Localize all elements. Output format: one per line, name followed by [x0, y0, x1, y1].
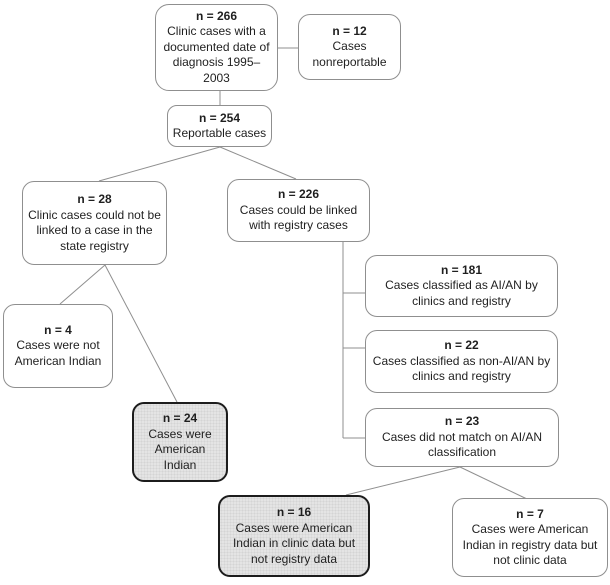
node-count: n = 7	[516, 506, 544, 521]
node-not-linked-28: n = 28 Clinic cases could not be linked …	[22, 181, 167, 265]
node-count: n = 24	[162, 411, 198, 425]
edge-mismatch-airegistry	[459, 466, 528, 500]
node-label: Cases were American Indian in registry d…	[462, 522, 598, 567]
node-linked-226: n = 226 Cases could be linked with regis…	[227, 179, 370, 242]
node-aian-both-181: n = 181 Cases classified as AI/AN by cli…	[365, 255, 558, 317]
node-not-american-indian-4: n = 4 Cases were not American Indian	[3, 304, 113, 388]
node-label: Reportable cases	[172, 126, 267, 140]
node-count: n = 4	[44, 322, 72, 337]
node-ai-clinic-only-16: n = 16 Cases were American Indian in cli…	[218, 495, 370, 577]
node-count: n = 181	[440, 262, 483, 277]
node-label: Cases did not match on AI/AN classificat…	[381, 429, 543, 460]
node-label: Cases were not American Indian	[14, 338, 102, 368]
edge-reportable-notlinked	[98, 146, 221, 182]
node-count: n = 16	[276, 505, 312, 519]
node-count: n = 12	[332, 23, 367, 38]
node-clinic-cases-266: n = 266 Clinic cases with a documented d…	[155, 4, 278, 91]
node-count: n = 226	[277, 187, 320, 202]
node-count: n = 22	[444, 338, 479, 353]
node-label: Cases could be linked with registry case…	[239, 202, 358, 233]
node-label: Clinic cases could not be linked to a ca…	[28, 207, 161, 253]
node-reportable-254: n = 254 Reportable cases	[167, 105, 272, 147]
node-label: Cases were American Indian	[148, 426, 212, 472]
node-count: n = 28	[77, 192, 112, 206]
node-non-aian-both-22: n = 22 Cases classified as non-AI/AN by …	[365, 330, 558, 393]
node-ai-registry-only-7: n = 7 Cases were American Indian in regi…	[452, 498, 608, 577]
edge-reportable-linked	[219, 146, 297, 180]
node-label: Cases classified as AI/AN by clinics and…	[385, 278, 538, 308]
node-count: n = 23	[444, 414, 480, 429]
node-mismatch-23: n = 23 Cases did not match on AI/AN clas…	[365, 408, 559, 467]
edge-mismatch-aiclinic	[345, 466, 461, 496]
edge-notlinked-wereai	[104, 264, 178, 403]
node-label: Cases classified as non-AI/AN by clinics…	[372, 353, 551, 384]
node-label: Cases nonreportable	[312, 39, 387, 69]
node-nonreportable-12: n = 12 Cases nonreportable	[298, 14, 401, 80]
node-label: Clinic cases with a documented date of d…	[163, 24, 270, 85]
node-count: n = 266	[195, 8, 238, 23]
node-were-american-indian-24: n = 24 Cases were American Indian	[132, 402, 228, 482]
edge-notlinked-notai	[59, 264, 106, 305]
node-label: Cases were American Indian in clinic dat…	[232, 520, 356, 566]
node-count: n = 254	[198, 110, 241, 125]
